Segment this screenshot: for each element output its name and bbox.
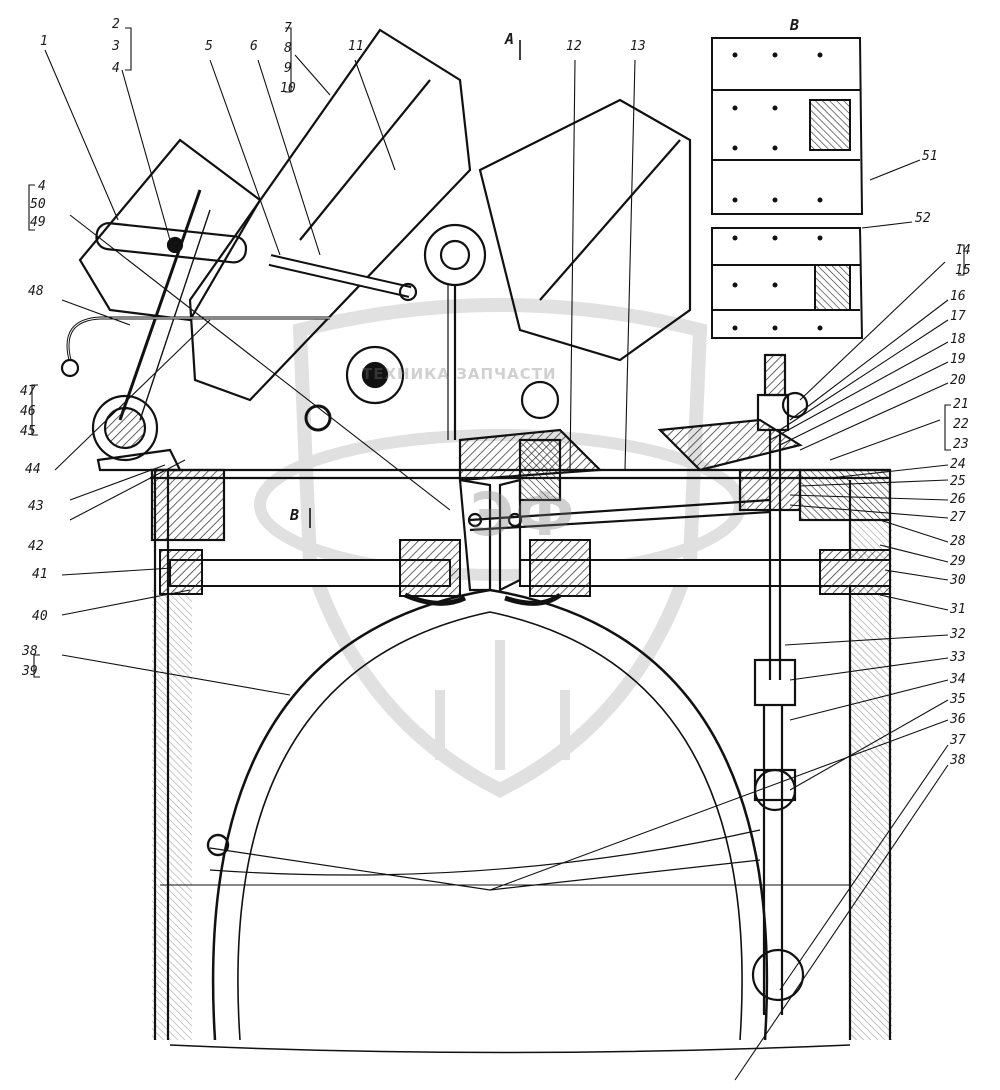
view-label-b-section: B bbox=[290, 506, 300, 524]
callout-51: 51 bbox=[922, 149, 938, 164]
crankcase-body bbox=[150, 468, 892, 1054]
callout-48: 48 bbox=[28, 284, 44, 299]
callout-50: 50 bbox=[30, 197, 46, 212]
watermark-text: ТЕХНИКА ЗАПЧАСТИ bbox=[362, 365, 557, 383]
callout-30: 30 bbox=[950, 573, 966, 588]
horizontal-rods bbox=[159, 539, 891, 606]
callout-43: 43 bbox=[28, 499, 44, 514]
callout-6: 6 bbox=[250, 39, 258, 54]
callout-28: 28 bbox=[950, 534, 966, 549]
callout-42: 42 bbox=[28, 539, 44, 554]
callout-12: 12 bbox=[566, 39, 582, 54]
callout-44: 44 bbox=[25, 462, 41, 477]
callout-36: 36 bbox=[950, 712, 966, 727]
callout-33: 33 bbox=[950, 650, 966, 665]
callout-14: 14 bbox=[955, 243, 971, 258]
callout-1: 1 bbox=[40, 34, 48, 49]
callout-45: 45 bbox=[20, 424, 36, 439]
callout-8: 8 bbox=[284, 41, 292, 56]
callout-16: 16 bbox=[950, 289, 966, 304]
view-label-b-top: B bbox=[790, 16, 800, 34]
callout-31: 31 bbox=[950, 602, 966, 617]
central-bracket bbox=[304, 223, 603, 502]
callout-18: 18 bbox=[950, 332, 966, 347]
callout-35: 35 bbox=[950, 692, 966, 707]
callout-5: 5 bbox=[205, 39, 213, 54]
callout-39: 39 bbox=[22, 664, 38, 679]
callout-22: 22 bbox=[953, 417, 969, 432]
cam-pulley bbox=[91, 394, 182, 472]
callout-3: 3 bbox=[112, 39, 120, 54]
callout-4-left: 4 bbox=[38, 179, 46, 194]
upper-housings bbox=[78, 28, 692, 402]
callout-17: 17 bbox=[950, 309, 966, 324]
callout-37: 37 bbox=[950, 733, 966, 748]
callout-21: 21 bbox=[953, 397, 969, 412]
callout-15: 15 bbox=[955, 263, 971, 278]
callout-47: 47 bbox=[20, 384, 36, 399]
callout-26: 26 bbox=[950, 492, 966, 507]
callout-32: 32 bbox=[950, 627, 966, 642]
callout-10: 10 bbox=[280, 81, 296, 96]
callout-38-right: 38 bbox=[950, 753, 966, 768]
lever-linkage bbox=[60, 189, 418, 421]
callout-11: 11 bbox=[348, 39, 364, 54]
callout-29: 29 bbox=[950, 554, 966, 569]
callout-13: 13 bbox=[630, 39, 646, 54]
callout-25: 25 bbox=[950, 474, 966, 489]
callout-52: 52 bbox=[915, 211, 931, 226]
callout-27: 27 bbox=[950, 510, 966, 525]
view-label-a: A bbox=[505, 30, 515, 48]
watermark-logo-text: ЭФ bbox=[470, 480, 576, 550]
callout-40: 40 bbox=[32, 609, 48, 624]
callout-24: 24 bbox=[950, 457, 966, 472]
callout-23: 23 bbox=[953, 437, 969, 452]
callout-34: 34 bbox=[950, 672, 966, 687]
callout-46: 46 bbox=[20, 404, 36, 419]
detail-view-b bbox=[711, 37, 864, 339]
callout-19: 19 bbox=[950, 352, 966, 367]
leader-lines bbox=[28, 27, 965, 1081]
callout-49: 49 bbox=[30, 215, 46, 230]
callout-7: 7 bbox=[284, 21, 292, 36]
callout-41: 41 bbox=[32, 567, 48, 582]
callout-2: 2 bbox=[112, 17, 120, 32]
rocker-arms bbox=[458, 478, 771, 592]
callout-38-left: 38 bbox=[22, 644, 38, 659]
callout-9: 9 bbox=[284, 61, 292, 76]
callout-4-top: 4 bbox=[112, 61, 120, 76]
callout-20: 20 bbox=[950, 373, 966, 388]
